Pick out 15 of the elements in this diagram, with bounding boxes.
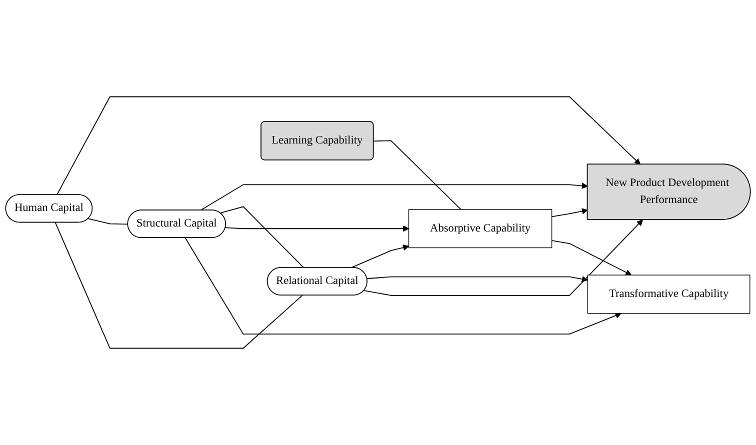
arrow <box>551 240 632 276</box>
arrow <box>224 226 410 232</box>
arrow <box>200 182 588 211</box>
arrow <box>350 244 410 268</box>
node-box: Absorptive Capability <box>408 209 552 248</box>
connector <box>220 206 304 268</box>
arrow <box>364 219 643 296</box>
connector <box>88 218 128 225</box>
arrow <box>366 276 588 282</box>
node-box: Transformative Capability <box>587 274 750 314</box>
connector <box>54 222 303 349</box>
arrow <box>56 96 641 196</box>
arrow <box>551 208 588 218</box>
connector <box>373 140 462 210</box>
arrow <box>184 238 622 335</box>
